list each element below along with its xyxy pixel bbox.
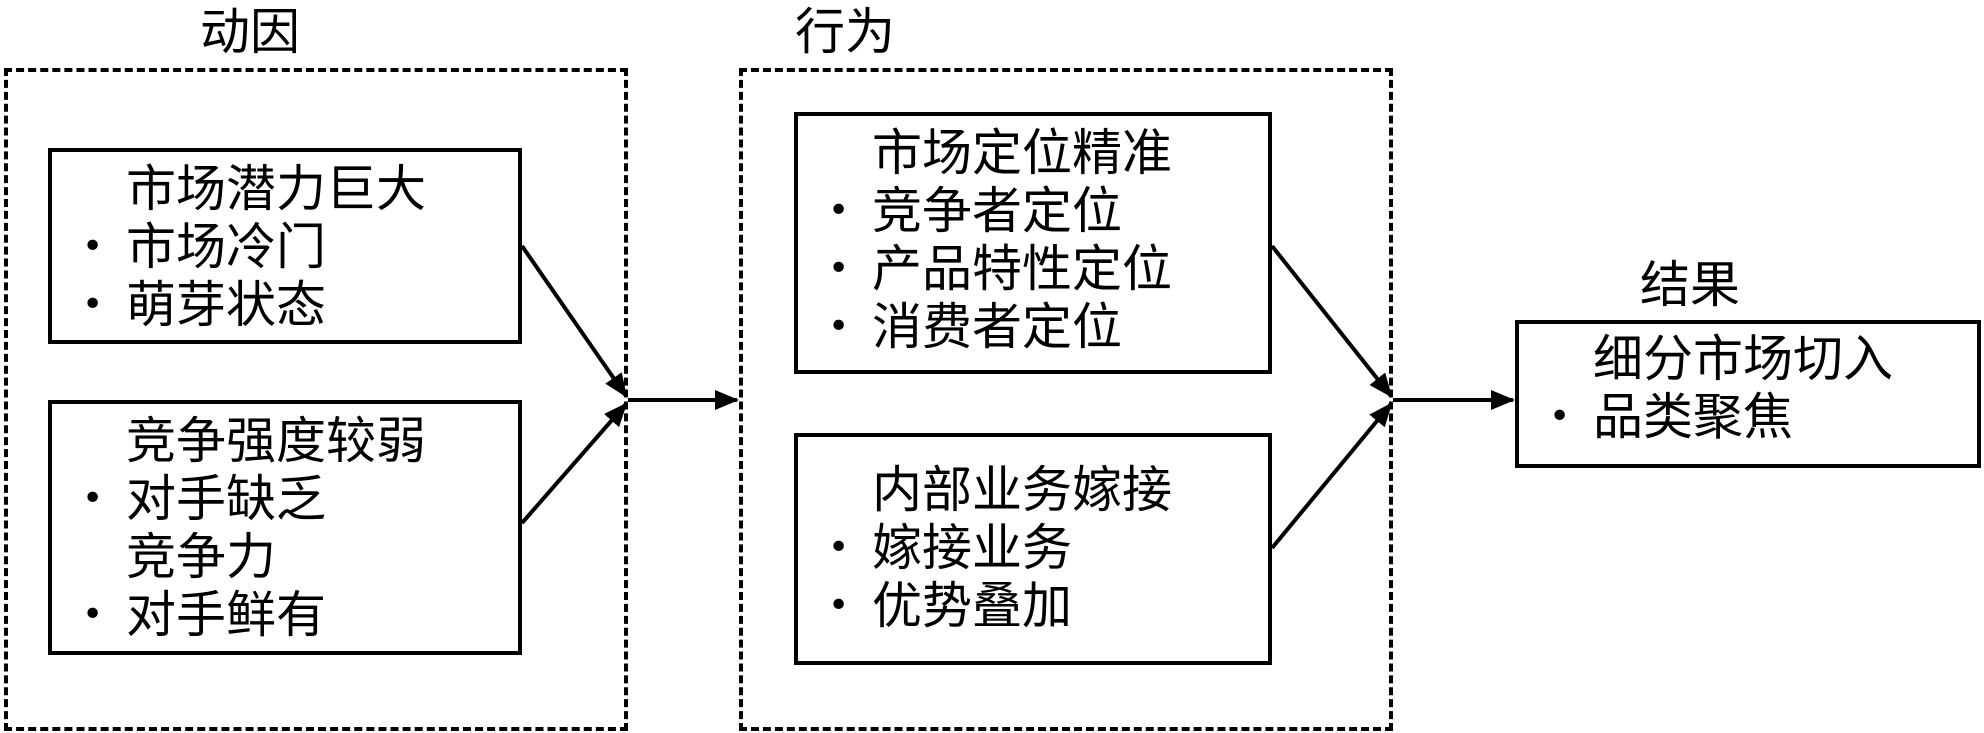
box-heading: 竞争强度较弱 — [126, 412, 426, 470]
box-heading: 细分市场切入 — [1593, 330, 1893, 388]
bullet-item: 竞争者定位 — [798, 182, 1268, 240]
arrow-grafting-to-junction — [1270, 402, 1393, 550]
bullet-item: 品类聚焦 — [1519, 388, 1977, 446]
bullet-item: 市场冷门 — [52, 218, 518, 276]
bullet-item: 对手缺乏 竞争力 — [52, 470, 518, 586]
cause-group-title: 动因 — [200, 3, 300, 61]
arrow-competition-to-junction — [520, 402, 628, 525]
arrow-potential-to-junction — [520, 244, 628, 398]
segment-entry-box: 细分市场切入 品类聚焦 — [1515, 320, 1981, 468]
cause-group — [4, 68, 628, 731]
behavior-group — [739, 68, 1393, 731]
market-potential-box: 市场潜力巨大 市场冷门 萌芽状态 — [48, 148, 522, 344]
arrow-positioning-to-junction — [1270, 244, 1393, 398]
bullet-item: 优势叠加 — [798, 577, 1268, 635]
result-group-title: 结果 — [1640, 256, 1740, 314]
box-heading: 市场定位精准 — [872, 124, 1172, 182]
bullet-item: 产品特性定位 — [798, 240, 1268, 298]
bullet-item: 嫁接业务 — [798, 519, 1268, 577]
bullet-item: 萌芽状态 — [52, 276, 518, 334]
bullet-item: 对手鲜有 — [52, 586, 518, 644]
precise-positioning-box: 市场定位精准 竞争者定位 产品特性定位 消费者定位 — [794, 112, 1272, 374]
business-grafting-box: 内部业务嫁接 嫁接业务 优势叠加 — [794, 433, 1272, 665]
box-heading: 内部业务嫁接 — [872, 461, 1172, 519]
box-heading: 市场潜力巨大 — [126, 160, 426, 218]
behavior-group-title: 行为 — [795, 3, 895, 61]
weak-competition-box: 竞争强度较弱 对手缺乏 竞争力 对手鲜有 — [48, 400, 522, 655]
bullet-item: 消费者定位 — [798, 298, 1268, 356]
